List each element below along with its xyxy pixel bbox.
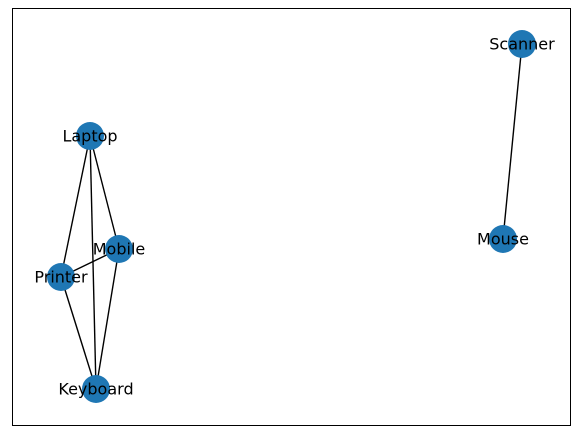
edge-laptop-mobile xyxy=(89,135,120,250)
node-mouse xyxy=(489,225,517,253)
node-label-scanner: Scanner xyxy=(489,35,555,54)
node-mobile xyxy=(105,235,133,263)
nodes-layer xyxy=(47,30,536,403)
node-laptop xyxy=(76,122,104,150)
node-scanner xyxy=(508,30,536,58)
edge-mobile-keyboard xyxy=(95,248,120,390)
edges-layer xyxy=(60,43,523,390)
node-keyboard xyxy=(82,375,110,403)
edge-scanner-mouse xyxy=(502,43,523,240)
node-label-printer: Printer xyxy=(34,268,88,287)
plot-frame xyxy=(12,8,571,426)
edge-laptop-printer xyxy=(60,135,91,278)
node-label-keyboard: Keyboard xyxy=(58,380,133,399)
node-label-mouse: Mouse xyxy=(477,230,529,249)
node-label-mobile: Mobile xyxy=(93,240,145,259)
node-label-laptop: Laptop xyxy=(62,127,117,146)
edge-laptop-keyboard xyxy=(89,135,97,390)
edge-printer-keyboard xyxy=(60,276,97,390)
node-printer xyxy=(47,263,75,291)
